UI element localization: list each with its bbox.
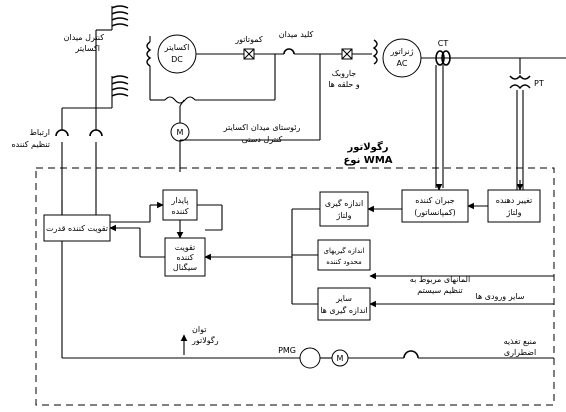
- manual-rheostat-label-1: رئوستای میدان اکسایتر: [223, 123, 301, 132]
- pt-label: PT: [534, 79, 544, 88]
- brushes-rings-symbol: [341, 48, 353, 60]
- emergency-supply-label-1: منبع تغذیه: [504, 337, 537, 346]
- other-measuring-label-2: اندازه گیری ها: [320, 305, 368, 315]
- regulator-power-label-1: توان: [192, 325, 206, 334]
- voltage-measuring-label-1: اندازه گیری: [325, 198, 363, 208]
- rheostat-motor-label: M: [177, 128, 184, 137]
- regulator-title-1: رگولاتور: [346, 140, 388, 153]
- regulator-link-label-2: تنظیم کننده: [11, 140, 50, 149]
- exciter-field-coil-top: [111, 5, 129, 30]
- power-amplifier-block: تقویت کننده قدرت: [43, 214, 111, 242]
- stabilizer-block: پایدار کننده: [162, 189, 198, 221]
- stabilizer-label-1: پایدار: [170, 196, 188, 205]
- exciter-field-coil-bottom: [111, 75, 129, 100]
- pmg-symbol: [299, 347, 321, 369]
- ct-label: CT: [438, 39, 449, 48]
- voltage-measuring-block: اندازه گیری ولتاژ: [319, 191, 369, 227]
- exciter-dc-symbol: اکسایتر DC: [146, 34, 197, 74]
- compensator-label-1: جبران کننده: [415, 196, 454, 205]
- regulator-title-2: نوع WMA: [343, 155, 392, 166]
- generator-ac-label-2: AC: [397, 59, 408, 68]
- limiter-measuring-block: اندازه گیریهای محدود کننده: [317, 239, 371, 271]
- regulator-link-symbol: [55, 129, 103, 137]
- exciter-dc-label-2: DC: [171, 55, 183, 64]
- exciter-field-control-label-2: اکسایتر: [74, 44, 100, 53]
- compensator-label-2: (کمپانساتور): [414, 208, 456, 217]
- other-measuring-block: سایر اندازه گیری ها: [317, 287, 371, 321]
- exciter-dc-label-1: اکسایتر: [164, 43, 190, 52]
- compensator-block: جبران کننده (کمپانساتور): [401, 189, 469, 223]
- voltage-adjuster-block: تغییر دهنده ولتاژ: [487, 189, 541, 223]
- generator-field-coil: [372, 39, 378, 65]
- generator-ac-label-1: ژنراتور: [390, 47, 414, 56]
- commutator-symbol: [243, 48, 255, 60]
- regulator-link-label-1: ارتباط: [29, 128, 50, 137]
- commutator-label: کموتاتور: [234, 35, 263, 44]
- signal-amplifier-label-3: سیگنال: [173, 262, 197, 272]
- exciter-field-control-label-1: کنترل میدان: [64, 33, 105, 42]
- regulator-enclosure: [35, 167, 555, 406]
- pmg-motor-label: M: [337, 354, 344, 363]
- pt-symbol: [509, 58, 531, 90]
- brushes-rings-label-2: و حلقه ها: [328, 80, 360, 89]
- emergency-supply-label-2: اضطراری: [504, 348, 536, 357]
- voltage-measuring-label-2: ولتاژ: [335, 211, 351, 220]
- voltage-adjuster-label-1: تغییر دهنده: [496, 196, 532, 205]
- system-regulation-label-1: المانهای مربوط به: [410, 275, 470, 284]
- ct-symbol: [435, 50, 451, 66]
- brushes-rings-label-1: جاروبک: [332, 69, 357, 78]
- emergency-supply-fuse: [403, 350, 419, 359]
- pmg-motor-symbol: M: [331, 349, 349, 367]
- regulator-power-label-2: رگولاتور: [191, 335, 219, 345]
- voltage-adjuster-label-2: ولتاژ: [505, 208, 521, 217]
- signal-amplifier-block: تقویت کننده سیگنال: [164, 237, 206, 277]
- other-inputs-label: سایر ورودی ها: [476, 292, 525, 301]
- power-amplifier-label: تقویت کننده قدرت: [46, 224, 108, 233]
- stabilizer-label-2: کننده: [171, 207, 188, 216]
- field-switch-label: کلید میدان: [279, 30, 314, 39]
- other-measuring-label-1: سایر: [335, 294, 352, 303]
- limiter-measuring-label-1: اندازه گیریهای: [324, 246, 365, 255]
- field-switch-symbol: [283, 48, 295, 55]
- signal-amplifier-label-2: کننده: [176, 253, 193, 262]
- limiter-measuring-label-2: محدود کننده: [326, 258, 362, 266]
- pmg-label: PMG: [278, 346, 296, 355]
- signal-amplifier-label-1: تقویت: [175, 243, 196, 252]
- manual-rheostat-symbol: M: [164, 96, 196, 142]
- generator-ac-symbol: ژنراتور AC: [382, 38, 422, 78]
- system-regulation-label-2: تنظیم سیستم: [417, 286, 462, 295]
